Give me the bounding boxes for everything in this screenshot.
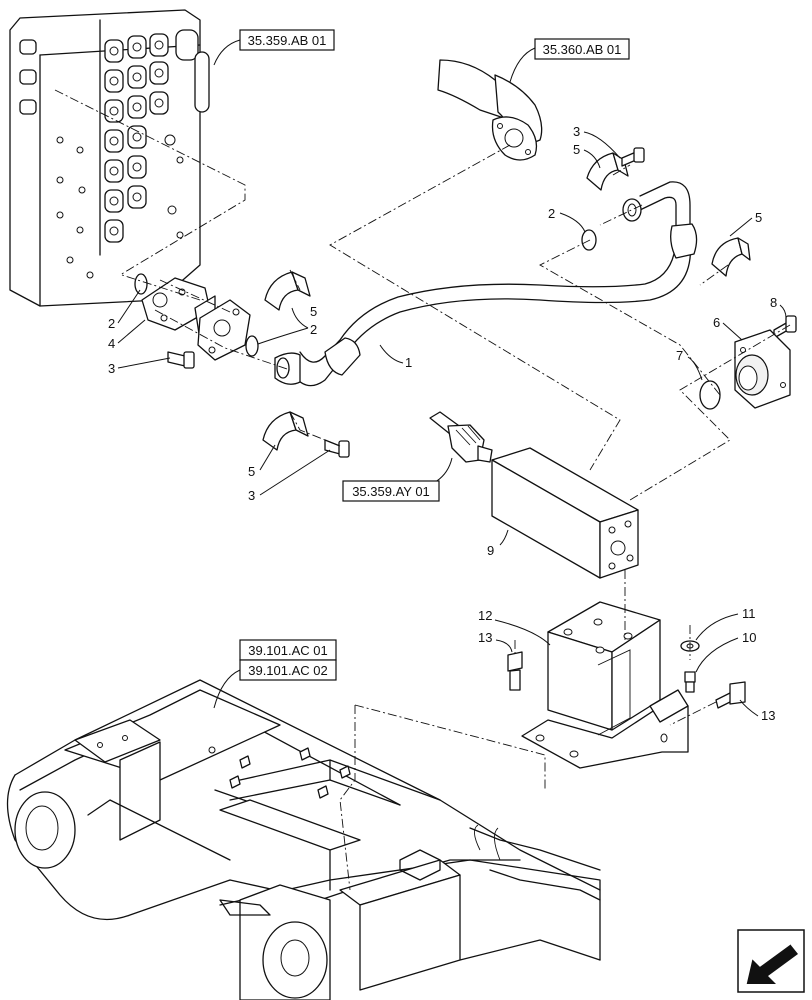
alignment-lines: [54, 89, 791, 891]
callout-13: 13: [478, 630, 492, 645]
leader-lines: [117, 39, 787, 717]
callout-3: 3: [108, 361, 115, 376]
callout-7: 7: [676, 348, 683, 363]
callout-2: 2: [548, 206, 555, 221]
callout-10: 10: [742, 630, 756, 645]
mounting-bracket: [521, 601, 689, 769]
reference-label: 35.359.AB 01: [248, 33, 327, 48]
callout-4: 4: [108, 336, 115, 351]
callout-2: 2: [310, 322, 317, 337]
flange-plug: [734, 329, 791, 409]
reference-box-35359AY01[interactable]: 35.359.AY 01: [342, 480, 440, 502]
upper-frame: [6, 679, 601, 1000]
clamp-halves: [262, 152, 751, 451]
callout-5: 5: [755, 210, 762, 225]
callout-3: 3: [248, 488, 255, 503]
callout-6: 6: [713, 315, 720, 330]
callout-2: 2: [108, 316, 115, 331]
callout-3: 3: [573, 124, 580, 139]
callout-numbers: 2 4 3 5 2 1 5 3 9 3 5 2 5 8 6 7 12 13 11…: [108, 124, 777, 723]
callout-8: 8: [770, 295, 777, 310]
callout-11: 11: [742, 606, 756, 621]
callout-5: 5: [310, 304, 317, 319]
reference-box-35360AB01[interactable]: 35.360.AB 01: [534, 38, 630, 60]
callout-9: 9: [487, 543, 494, 558]
reference-label: 35.359.AY 01: [352, 484, 430, 499]
callout-12: 12: [478, 608, 492, 623]
reference-box-39101AC01[interactable]: 39.101.AC 01: [239, 639, 337, 661]
callout-5: 5: [573, 142, 580, 157]
upper-hose-fitting: [437, 59, 543, 161]
flange-adapter: [141, 277, 251, 361]
sensor-cartridge: [429, 411, 493, 463]
callout-5: 5: [248, 464, 255, 479]
reference-box-39101AC02[interactable]: 39.101.AC 02: [239, 659, 337, 681]
reference-label: 39.101.AC 01: [248, 643, 328, 658]
reference-box-35359AB01[interactable]: 35.359.AB 01: [239, 29, 335, 51]
callout-1: 1: [405, 355, 412, 370]
control-valve-block: [9, 9, 210, 307]
hose-assembly: [274, 181, 698, 387]
bolts: [167, 147, 797, 458]
reference-label: 39.101.AC 02: [248, 663, 328, 678]
callout-13: 13: [761, 708, 775, 723]
o-rings: [134, 229, 721, 410]
valve-block: [491, 447, 639, 579]
reference-label: 35.360.AB 01: [543, 42, 622, 57]
arrow-icon[interactable]: [737, 929, 805, 993]
